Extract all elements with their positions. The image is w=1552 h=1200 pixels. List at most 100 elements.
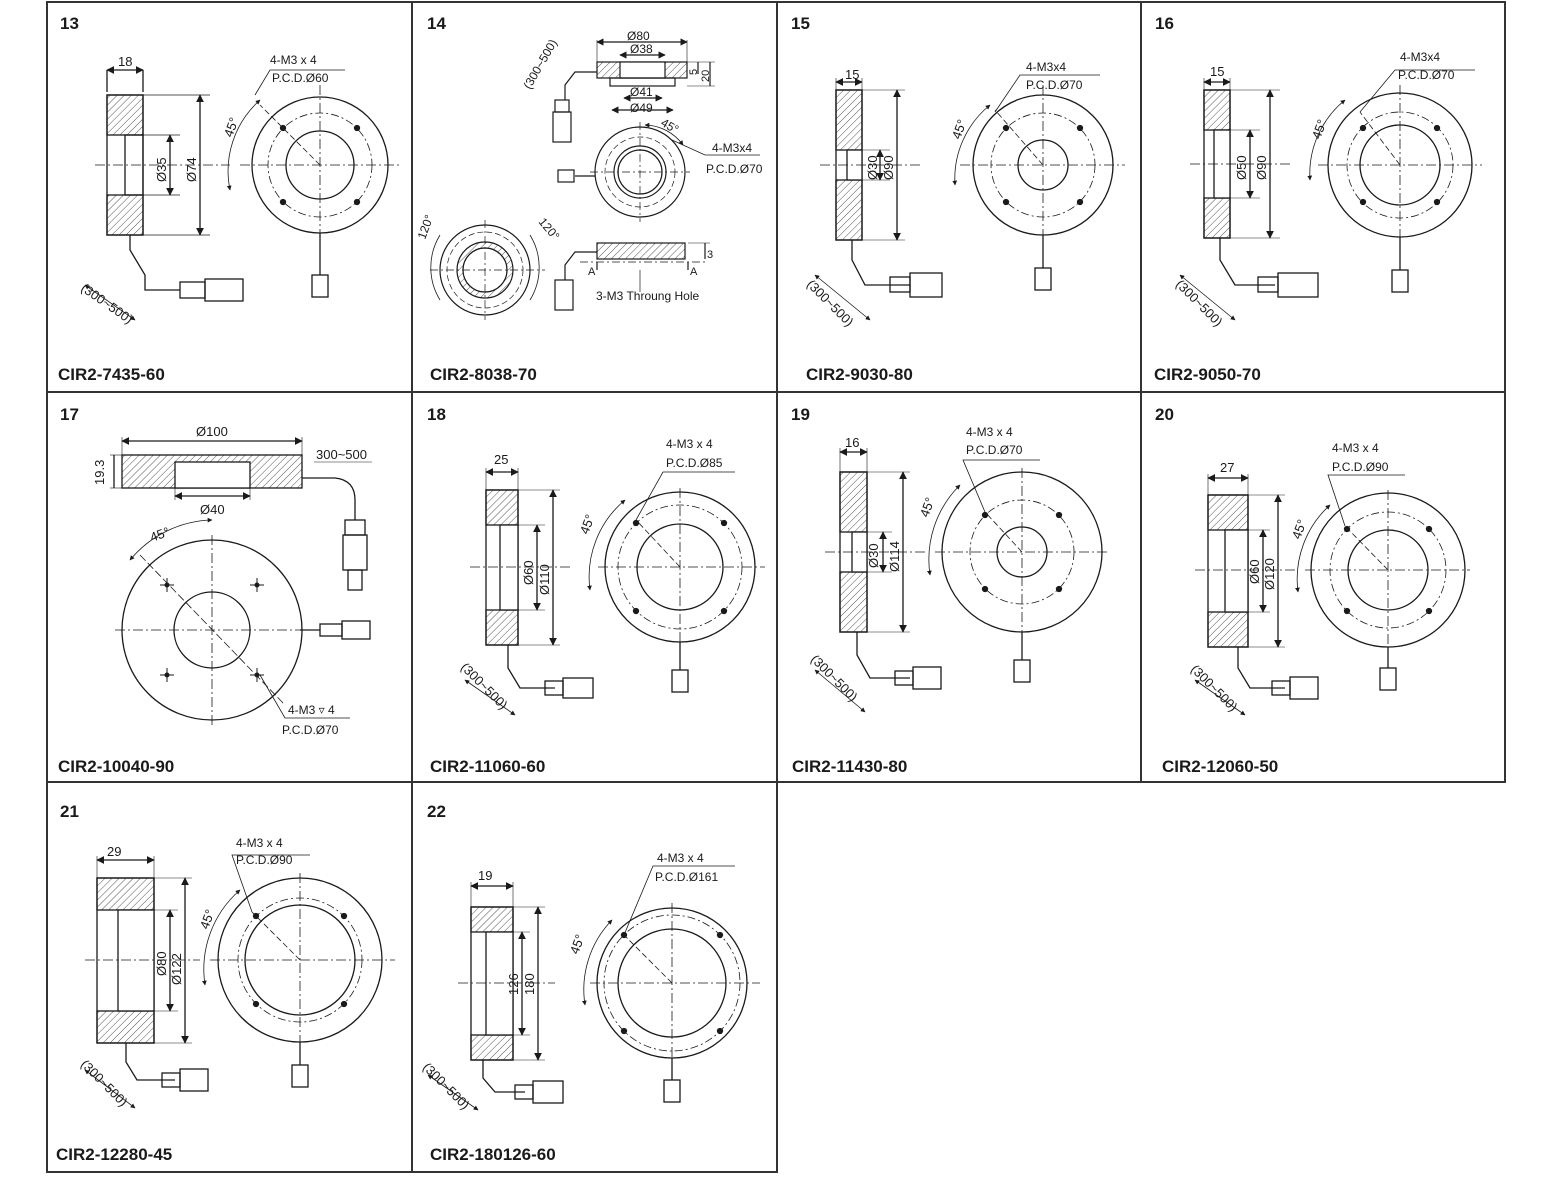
front-view: [226, 69, 400, 298]
dim-angle: 45°: [917, 495, 938, 519]
dim-angle: 45°: [221, 115, 242, 139]
dim-pcd: P.C.D.Ø70: [282, 723, 339, 737]
cell-number: 15: [791, 14, 810, 33]
dim-angle: 45°: [1309, 117, 1330, 141]
dim-inner: Ø80: [154, 951, 169, 976]
dim-outer: Ø122: [169, 953, 184, 985]
mid-front-view: [557, 122, 760, 222]
dim-thickness: 25: [494, 452, 508, 467]
cell-19: 19 CIR2-11430-80 16 Ø30 Ø114 (300~500): [791, 405, 1110, 776]
side-view: [464, 468, 594, 716]
front-view: [1307, 69, 1482, 293]
cell-13: 13 CIR2-7435-60 18 Ø35 Ø74 (300~500): [58, 14, 400, 384]
model-name: CIR2-7435-60: [58, 365, 165, 384]
dim-pcd: P.C.D.Ø70: [966, 443, 1023, 457]
cell-number: 16: [1155, 14, 1174, 33]
dim-inner: Ø35: [154, 157, 169, 182]
side-view: [427, 882, 564, 1111]
dim-inner: Ø30: [866, 543, 881, 568]
dim-d41: Ø41: [630, 85, 653, 99]
front-view: [115, 517, 371, 725]
dim-thickness: 19: [478, 868, 492, 883]
dim-thickness: 15: [845, 67, 859, 82]
dim-angle: 45°: [577, 512, 598, 536]
cell-15: 15 CIR2-9030-80 15 Ø30 Ø90 (300~500): [791, 14, 1125, 384]
bottom-side-view: [554, 242, 710, 311]
dim-outer: Ø114: [887, 541, 902, 572]
model-name: CIR2-10040-90: [58, 757, 174, 776]
model-name: CIR2-9030-80: [806, 365, 913, 384]
side-view: [1179, 78, 1319, 321]
dim-outer: 180: [522, 973, 537, 995]
model-name: CIR2-11060-60: [430, 757, 545, 776]
dim-pcd: P.C.D.Ø85: [666, 456, 723, 470]
dim-h19: 19.3: [92, 460, 107, 485]
section-a-left: A: [588, 266, 596, 278]
dim-cable: (300~500): [458, 660, 511, 713]
side-view: [1194, 474, 1319, 716]
dim-angle: 45°: [148, 524, 172, 545]
dim-inner: 126: [506, 973, 521, 995]
bottom-front-view: [430, 220, 545, 320]
dim-pcd: P.C.D.Ø70: [1398, 68, 1455, 82]
dim-angle: 45°: [1289, 517, 1310, 541]
model-name: CIR2-180126-60: [430, 1145, 556, 1164]
dim-angle: 45°: [197, 907, 218, 931]
front-view: [581, 865, 760, 1103]
cell-22: 22 CIR2-180126-60 19 126 180 (300~500): [420, 802, 760, 1164]
front-view: [952, 74, 1125, 291]
dim-h3: 3: [707, 249, 713, 261]
dim-pcd: P.C.D.Ø90: [1332, 460, 1389, 474]
side-view: [814, 448, 942, 713]
cell-number: 21: [60, 802, 79, 821]
dim-thickness: 18: [118, 54, 132, 69]
dim-outer: Ø90: [881, 155, 896, 180]
dim-holes: 4-M3x4: [1400, 50, 1440, 64]
table-grid: [46, 1, 1506, 1173]
dim-holes: 4-M3 x 4: [657, 851, 704, 865]
dim-pcd: P.C.D.Ø60: [272, 71, 329, 85]
dim-inner: Ø60: [521, 560, 536, 585]
front-view: [1295, 474, 1470, 691]
dim-pcd: P.C.D.Ø70: [1026, 78, 1083, 92]
dim-thickness: 16: [845, 435, 859, 450]
dim-h20: 20: [700, 70, 712, 82]
dim-holes: 4-M3 x 4: [966, 425, 1013, 439]
side-view: [84, 66, 244, 321]
dim-cable: (300~500): [78, 280, 135, 326]
dim-cable: (300~500): [1173, 277, 1226, 330]
cell-20: 20 CIR2-12060-50 27 Ø60 Ø120 (300~500): [1155, 405, 1470, 776]
dim-thickness: 29: [107, 844, 121, 859]
dim-angle: 45°: [659, 115, 682, 136]
dim-d80: Ø80: [627, 29, 650, 43]
cell-14: 14 CIR2-8038-70 Ø80 Ø38 Ø41 Ø49 5 20 (30…: [415, 14, 763, 384]
dim-outer: Ø90: [1254, 155, 1269, 180]
dim-cable: (300~500): [78, 1057, 131, 1110]
dim-inner: Ø50: [1234, 155, 1249, 180]
model-name: CIR2-12280-45: [56, 1145, 172, 1164]
dim-inner: Ø60: [1247, 559, 1262, 584]
model-name: CIR2-8038-70: [430, 365, 537, 384]
dim-outer: Ø110: [537, 564, 552, 595]
dim-angle-120b: 120°: [536, 215, 563, 243]
cell-number: 14: [427, 14, 446, 33]
dim-inner: Ø30: [865, 155, 880, 180]
front-view: [201, 854, 395, 1088]
dim-holes: 4-M3x4: [712, 141, 752, 155]
dim-angle-120a: 120°: [415, 213, 437, 241]
dim-d40: Ø40: [200, 502, 225, 517]
dim-holes: 4-M3 x 4: [666, 437, 713, 451]
dim-thickness: 15: [1210, 64, 1224, 79]
cell-18: 18 CIR2-11060-60 25 Ø60 Ø110 (300~500): [427, 405, 765, 776]
dim-holes: 4-M3 x 4: [270, 53, 317, 67]
dim-pcd: P.C.D.Ø161: [655, 870, 718, 884]
dim-pcd: P.C.D.Ø70: [706, 162, 763, 176]
model-name: CIR2-12060-50: [1162, 757, 1278, 776]
dim-holes: 4-M3 x 4: [236, 836, 283, 850]
dim-holes: 4-M3 ▿ 4: [288, 703, 335, 717]
front-view: [587, 471, 765, 693]
dim-cable: (300~500): [520, 37, 560, 92]
model-name: CIR2-11430-80: [792, 757, 907, 776]
cell-16: 16 CIR2-9050-70 15 Ø50 Ø90 (300~500): [1154, 14, 1482, 384]
section-a-right: A: [690, 266, 698, 278]
